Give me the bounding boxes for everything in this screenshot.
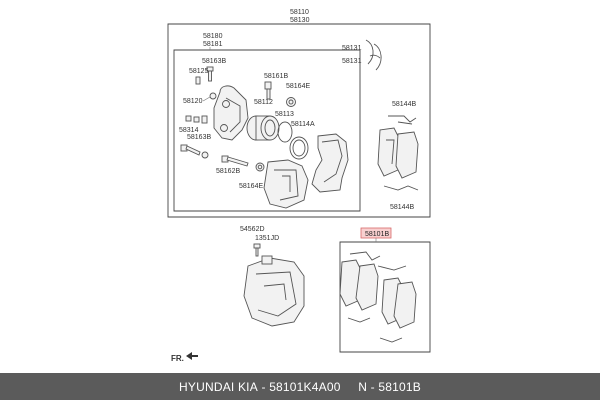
bleeder-part: [209, 92, 217, 100]
clip-upper-part: [388, 115, 417, 125]
footer-reference: N - 58101B: [358, 379, 421, 394]
shim-parts: [365, 39, 382, 71]
label-pin-lower: 58162B: [216, 168, 240, 175]
label-boot-upper: 58164E: [286, 83, 310, 90]
pad-kit-frame: [339, 241, 431, 353]
leader-bleeder: [202, 96, 211, 102]
label-bleeder: 58120: [183, 98, 203, 105]
pad-kit-parts: [339, 251, 417, 343]
clip-lower-part: [383, 185, 419, 191]
label-bleeder-cap: 58125: [189, 68, 209, 75]
label-shim-b: 58131: [342, 58, 362, 65]
bleeder-cap-part: [195, 76, 201, 85]
pad-upper-set: [377, 127, 419, 179]
assembly-frame: [167, 23, 431, 218]
piston-seal-part: [277, 121, 293, 143]
long-bolt-part: [180, 144, 209, 159]
pin-lower-part: [221, 155, 249, 167]
label-pin-upper: 58161B: [264, 73, 288, 80]
guide-bolt-left-part: [201, 115, 208, 124]
footer-part-number: 58101K4A00: [269, 379, 341, 394]
boot-upper-part: [286, 97, 296, 107]
part-number-footer: HYUNDAI KIA - 58101K4A00 N - 58101B: [0, 373, 600, 400]
boot-lower-part: [255, 162, 265, 172]
caliper-housing: [263, 159, 309, 209]
caliper-subframe: [173, 49, 361, 212]
label-piston: 58112: [254, 99, 273, 106]
hose-bolt-part: [253, 243, 261, 257]
label-main-assembly-sub: 58130: [290, 17, 310, 24]
label-pad-kit: 58101B: [365, 231, 389, 238]
piston-part: [246, 115, 280, 141]
label-carrier-sub: 58181: [203, 41, 223, 48]
caliper-complete: [243, 255, 305, 327]
label-washer: 1351JD: [255, 235, 279, 242]
label-piston-seal: 58113: [275, 111, 294, 118]
label-shim-a: 58131: [342, 45, 362, 52]
caliper-bracket: [311, 133, 349, 193]
dust-boot-part: [289, 136, 309, 160]
bracket-bolt-part: [185, 115, 200, 123]
caliper-carrier: [213, 85, 249, 141]
guide-bolt-top-part: [206, 66, 214, 82]
label-boot-lower: 58164E: [239, 183, 263, 190]
label-guide-bolt-left: 58163B: [187, 134, 211, 141]
label-dust-boot: 58114A: [291, 121, 315, 128]
label-clip-lower: 58144B: [390, 204, 414, 211]
pin-upper-part: [264, 81, 272, 100]
label-bracket-bolt: 58314: [179, 127, 199, 134]
label-guide-bolt-top: 58163B: [202, 58, 226, 65]
footer-brand: HYUNDAI KIA: [179, 379, 258, 394]
label-clip-upper: 58144B: [392, 101, 416, 108]
label-main-assembly: 58110: [290, 9, 309, 16]
direction-label: FR.: [171, 354, 184, 363]
direction-arrow-icon: [186, 352, 198, 360]
label-carrier: 58180: [203, 33, 223, 40]
label-hose-bolt: 54562D: [240, 226, 265, 233]
